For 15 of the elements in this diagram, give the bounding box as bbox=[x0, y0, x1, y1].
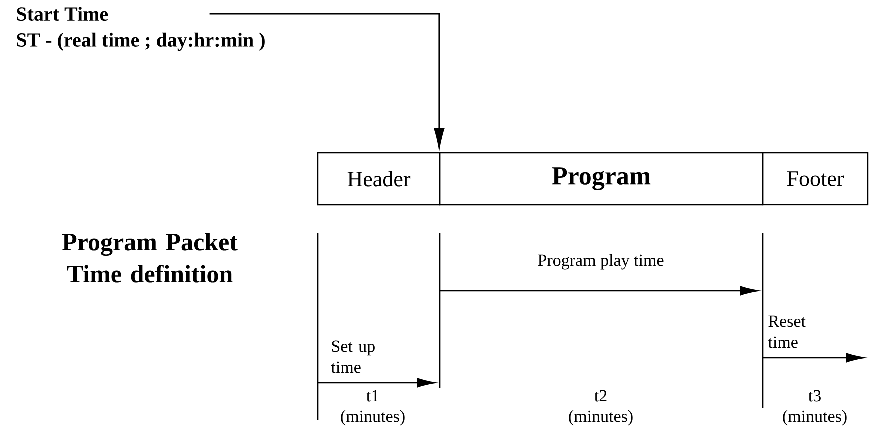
duration-label: t2 bbox=[594, 390, 607, 402]
annotation-text: ST - (real time ; day:hr:min ) bbox=[17, 32, 265, 52]
segment-box: Footer bbox=[762, 152, 869, 206]
segment-box: Program bbox=[439, 152, 764, 206]
duration-label: (minutes) bbox=[569, 410, 633, 426]
annotation-text: Start Time bbox=[17, 6, 108, 22]
duration-label: t1 bbox=[366, 390, 379, 402]
duration-label: (minutes) bbox=[783, 410, 847, 426]
diagram-title: Program Packet Time definition bbox=[62, 233, 238, 283]
time-label: Program play time bbox=[538, 254, 664, 270]
segment-box: Header bbox=[317, 152, 441, 206]
duration-label: (minutes) bbox=[341, 410, 405, 426]
time-label: Set up time bbox=[331, 340, 375, 374]
time-label: Reset time bbox=[768, 316, 806, 348]
duration-label: t3 bbox=[808, 390, 821, 402]
